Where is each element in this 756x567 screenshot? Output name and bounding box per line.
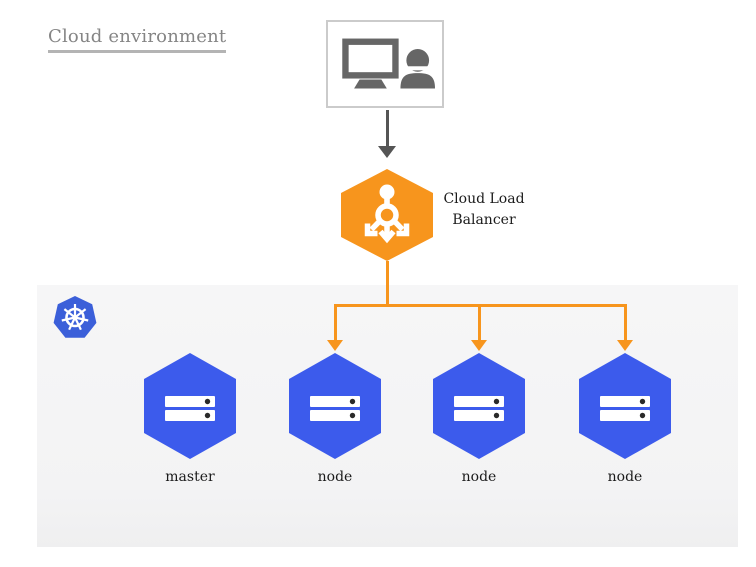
load-balancer-hexagon: [341, 169, 433, 261]
node-label: node: [461, 469, 497, 485]
node-label: master: [165, 469, 215, 485]
server-stack-icon: [454, 396, 504, 421]
kubernetes-helm-icon: [53, 296, 97, 338]
monitor-and-user-icon: [342, 38, 435, 89]
client-device-box: [326, 20, 444, 108]
server-stack-icon: [600, 396, 650, 421]
arrow-down-icon: [617, 340, 633, 351]
server-stack-icon: [165, 396, 215, 421]
cloud-environment-title: Cloud environment: [48, 26, 227, 53]
lb-connector-branch: [478, 304, 481, 341]
lb-connector-trunk: [386, 261, 389, 307]
worker-node-hexagon: [433, 353, 525, 459]
client-to-lb-connector: [386, 110, 389, 147]
node-label: node: [607, 469, 643, 485]
lb-connector-branch: [334, 304, 337, 341]
user-icon: [400, 49, 435, 89]
arrow-down-icon: [327, 340, 343, 351]
arrow-down-icon: [471, 340, 487, 351]
server-stack-icon: [310, 396, 360, 421]
load-balancer-label: Cloud Load Balancer: [443, 191, 525, 228]
node-label: node: [317, 469, 353, 485]
worker-node-hexagon: [289, 353, 381, 459]
master-node-hexagon: [144, 353, 236, 459]
lb-connector-branch: [624, 304, 627, 341]
monitor-icon: [342, 38, 399, 89]
load-balancer-arrows-icon: [364, 184, 410, 244]
arrow-down-icon: [378, 146, 396, 158]
worker-node-hexagon: [579, 353, 671, 459]
